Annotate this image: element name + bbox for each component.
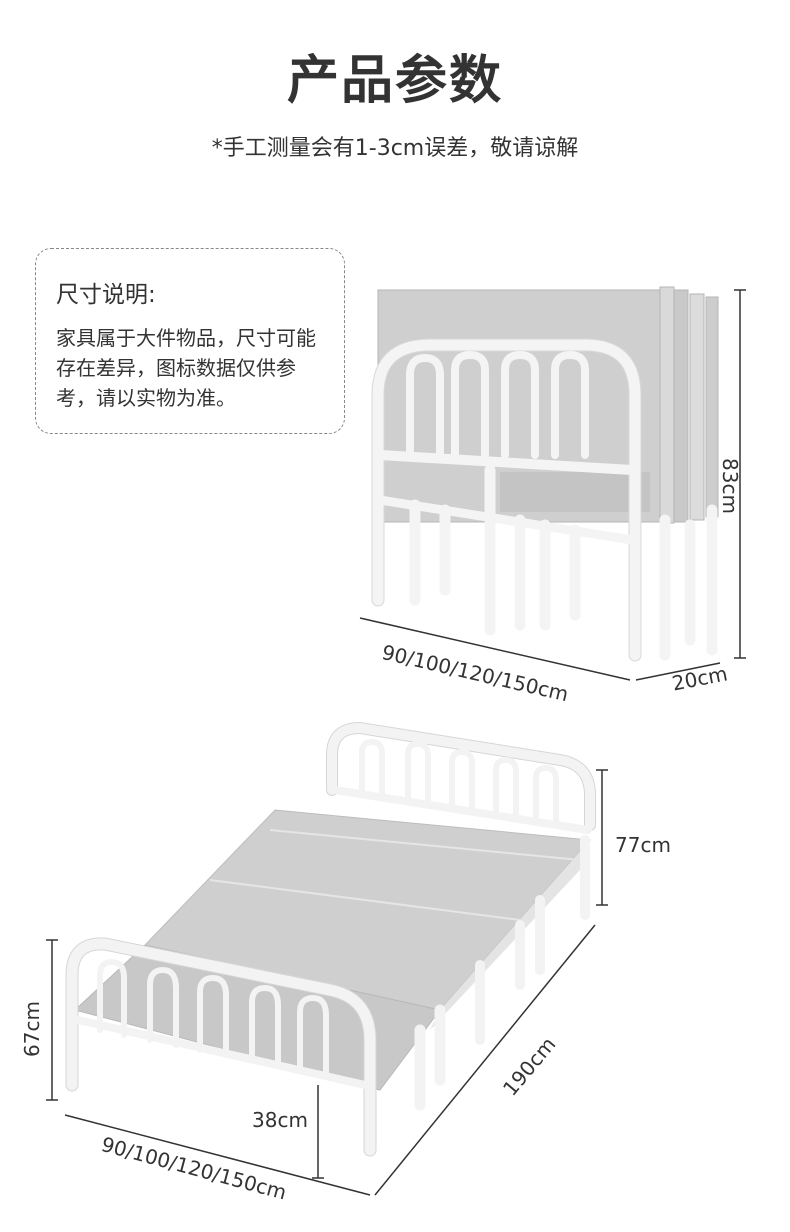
measurement-disclaimer: *手工测量会有1-3cm误差，敬请谅解	[211, 136, 579, 161]
head-frame	[326, 721, 596, 1045]
head-height-label: 77cm	[615, 833, 671, 857]
page-title: 产品参数	[286, 51, 503, 111]
foot-height-label: 67cm	[20, 1001, 44, 1057]
size-note-body: 家具属于大件物品，尺寸可能存在差异，图标数据仅供参考，请以实物为准。	[56, 326, 316, 410]
bed-platform	[73, 809, 592, 1091]
size-note-title: 尺寸说明:	[56, 282, 156, 308]
unfolded-dimension-lines	[46, 769, 608, 1196]
under-bed-height-label: 38cm	[252, 1108, 308, 1132]
folded-dimension-lines	[359, 289, 746, 681]
foot-frame	[65, 937, 446, 1157]
folded-bed-panels	[377, 286, 719, 524]
folded-height-label: 83cm	[718, 458, 742, 514]
size-note-box: 尺寸说明: 家具属于大件物品，尺寸可能存在差异，图标数据仅供参考，请以实物为准。	[35, 248, 345, 434]
folded-bed-frame	[371, 338, 718, 662]
